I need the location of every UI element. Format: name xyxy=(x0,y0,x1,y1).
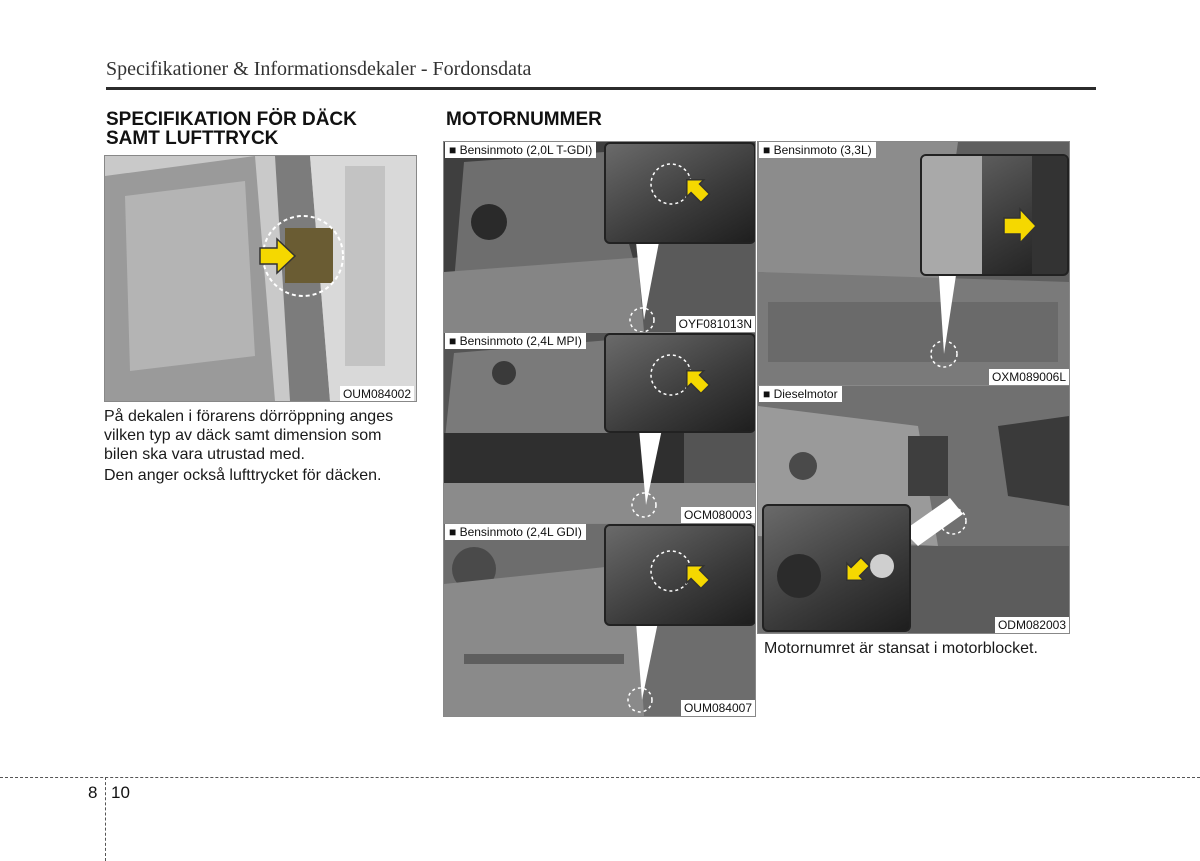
engine-photo-2-4-gdi: ■ Bensinmoto (2,4L GDI) OUM084007 xyxy=(443,523,756,717)
yellow-arrow-icon xyxy=(686,565,711,590)
engine-number-heading: MOTORNUMMER xyxy=(446,109,602,130)
engine-inset-2-4-gdi xyxy=(604,524,755,626)
engine-inset-2-0-tgdi xyxy=(604,142,755,244)
engine-photo-2-0-tgdi: ■ Bensinmoto (2,0L T-GDI) OYF081013N xyxy=(443,141,756,333)
engine-label-diesel: ■ Dieselmotor xyxy=(759,386,842,402)
engine-label-2-0-tgdi: ■ Bensinmoto (2,0L T-GDI) xyxy=(445,142,597,158)
engine-label-3-3: ■ Bensinmoto (3,3L) xyxy=(759,142,876,158)
engine-number-caption: Motornumret är stansat i motorblocket. xyxy=(764,640,1038,657)
engine-label-2-4-gdi: ■ Bensinmoto (2,4L GDI) xyxy=(445,524,586,540)
engine-label-2-4-mpi: ■ Bensinmoto (2,4L MPI) xyxy=(445,333,586,349)
yellow-arrow-icon xyxy=(1003,207,1038,245)
tire-spec-paragraph-1: På dekalen i förarens dörröppning anges … xyxy=(104,408,394,463)
engine-photo-diesel: ■ Dieselmotor ODM082003 xyxy=(757,385,1070,634)
engine-code-2-0-tgdi: OYF081013N xyxy=(675,316,755,332)
yellow-arrow-icon xyxy=(259,237,297,275)
engine-code-2-4-gdi: OUM084007 xyxy=(680,700,755,716)
chapter-number: 8 xyxy=(88,783,98,802)
engine-code-2-4-mpi: OCM080003 xyxy=(680,507,755,523)
page-header-title: Specifikationer & Informationsdekaler - … xyxy=(106,58,532,80)
tire-spec-heading-line1: SPECIFIKATION FÖR DÄCK xyxy=(106,109,357,130)
footer-vertical-divider xyxy=(105,777,106,861)
engine-inset-3-3 xyxy=(920,154,1069,276)
yellow-arrow-icon xyxy=(686,179,711,204)
header-rule xyxy=(106,87,1096,90)
door-pillar-photo: OUM084002 xyxy=(104,155,417,402)
engine-code-3-3: OXM089006L xyxy=(988,369,1069,385)
tire-spec-heading: SPECIFIKATION FÖR DÄCK SAMT LUFTTRYCK xyxy=(106,110,357,148)
image-code: OUM084002 xyxy=(339,386,414,401)
engine-inset-2-4-mpi xyxy=(604,333,755,433)
engine-inset-diesel xyxy=(762,504,911,632)
tire-spec-paragraph-2: Den anger också lufttrycket för däcken. xyxy=(104,467,382,484)
yellow-arrow-icon xyxy=(686,370,711,395)
engine-photo-3-3: ■ Bensinmoto (3,3L) OXM089006L xyxy=(757,141,1070,386)
footer-divider xyxy=(0,777,1200,778)
page-number: 10 xyxy=(111,783,130,802)
yellow-arrow-icon xyxy=(846,556,871,581)
engine-photo-2-4-mpi: ■ Bensinmoto (2,4L MPI) OCM080003 xyxy=(443,332,756,524)
engine-code-diesel: ODM082003 xyxy=(994,617,1069,633)
tire-spec-heading-line2: SAMT LUFTTRYCK xyxy=(106,128,279,149)
